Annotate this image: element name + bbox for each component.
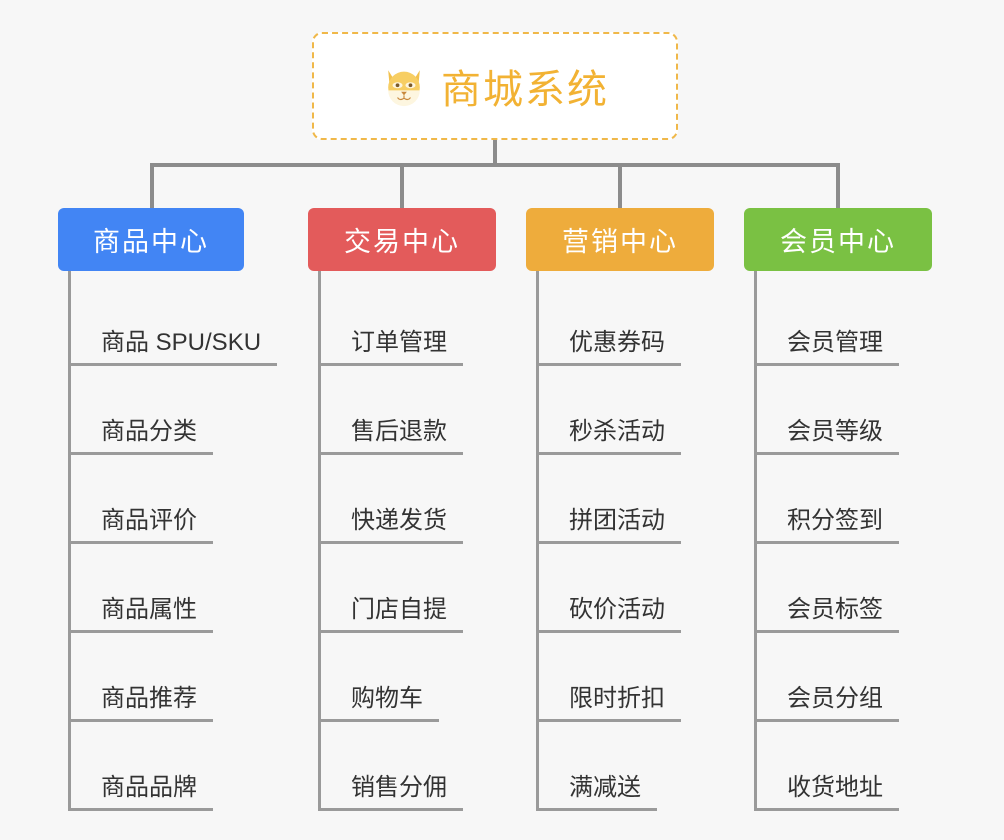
list-item[interactable]: 商品推荐 [71, 633, 278, 722]
leaf-label: 商品分类 [71, 418, 213, 455]
list-item[interactable]: 商品评价 [71, 455, 278, 544]
list-item[interactable]: 快递发货 [321, 455, 528, 544]
leaf-label: 秒杀活动 [539, 418, 681, 455]
list-item[interactable]: 订单管理 [321, 277, 528, 366]
leaf-label: 商品属性 [71, 596, 213, 633]
category-header-label: 交易中心 [344, 227, 460, 257]
leaf-label: 订单管理 [321, 329, 463, 366]
connector-drop-1 [150, 163, 154, 208]
category-header-label: 会员中心 [780, 227, 896, 257]
connector-drop-3 [618, 163, 622, 208]
leaf-label: 会员管理 [757, 329, 899, 366]
leaf-label: 销售分佣 [321, 774, 463, 811]
list-item[interactable]: 积分签到 [757, 455, 964, 544]
leaf-label: 拼团活动 [539, 507, 681, 544]
category-branch-2: 订单管理 售后退款 快递发货 门店自提 购物车 销售分佣 [318, 271, 528, 811]
list-item[interactable]: 商品 SPU/SKU [71, 277, 278, 366]
leaf-label: 快递发货 [321, 507, 463, 544]
list-item[interactable]: 拼团活动 [539, 455, 746, 544]
list-item[interactable]: 门店自提 [321, 544, 528, 633]
leaf-label: 商品品牌 [71, 774, 213, 811]
leaf-label: 商品 SPU/SKU [71, 329, 278, 366]
leaf-label: 购物车 [321, 685, 439, 722]
leaf-label: 售后退款 [321, 418, 463, 455]
leaf-label: 门店自提 [321, 596, 463, 633]
list-item[interactable]: 会员等级 [757, 366, 964, 455]
list-item[interactable]: 商品品牌 [71, 722, 278, 811]
list-item[interactable]: 商品分类 [71, 366, 278, 455]
connector-horizontal-bus [150, 163, 840, 167]
list-item[interactable]: 砍价活动 [539, 544, 746, 633]
list-item[interactable]: 优惠券码 [539, 277, 746, 366]
list-item[interactable]: 售后退款 [321, 366, 528, 455]
root-title: 商城系统 [441, 68, 609, 112]
category-branch-3: 优惠券码 秒杀活动 拼团活动 砍价活动 限时折扣 满减送 [536, 271, 746, 811]
list-item[interactable]: 会员标签 [757, 544, 964, 633]
leaf-label: 会员等级 [757, 418, 899, 455]
list-item[interactable]: 秒杀活动 [539, 366, 746, 455]
shiba-dog-face-icon [381, 63, 427, 109]
list-item[interactable]: 会员管理 [757, 277, 964, 366]
root-node[interactable]: 商城系统 [312, 32, 678, 140]
leaf-label: 积分签到 [757, 507, 899, 544]
leaf-label: 会员标签 [757, 596, 899, 633]
category-header-3[interactable]: 营销中心 [526, 208, 714, 271]
category-header-label: 营销中心 [562, 227, 678, 257]
connector-drop-4 [836, 163, 840, 208]
leaf-label: 优惠券码 [539, 329, 681, 366]
list-item[interactable]: 购物车 [321, 633, 528, 722]
category-column-4: 会员中心 会员管理 会员等级 积分签到 会员标签 会员分组 收货地址 [744, 208, 964, 811]
leaf-label: 满减送 [539, 774, 657, 811]
category-header-4[interactable]: 会员中心 [744, 208, 932, 271]
leaf-label: 商品推荐 [71, 685, 213, 722]
category-branch-4: 会员管理 会员等级 积分签到 会员标签 会员分组 收货地址 [754, 271, 964, 811]
category-branch-1: 商品 SPU/SKU 商品分类 商品评价 商品属性 商品推荐 商品品牌 [68, 271, 278, 811]
list-item[interactable]: 收货地址 [757, 722, 964, 811]
leaf-label: 限时折扣 [539, 685, 681, 722]
category-column-2: 交易中心 订单管理 售后退款 快递发货 门店自提 购物车 销售分佣 [308, 208, 528, 811]
category-header-1[interactable]: 商品中心 [58, 208, 244, 271]
leaf-label: 商品评价 [71, 507, 213, 544]
list-item[interactable]: 会员分组 [757, 633, 964, 722]
connector-root-stem [493, 140, 497, 166]
category-header-2[interactable]: 交易中心 [308, 208, 496, 271]
category-column-3: 营销中心 优惠券码 秒杀活动 拼团活动 砍价活动 限时折扣 满减送 [526, 208, 746, 811]
leaf-label: 收货地址 [757, 774, 899, 811]
leaf-label: 砍价活动 [539, 596, 681, 633]
list-item[interactable]: 满减送 [539, 722, 746, 811]
category-column-1: 商品中心 商品 SPU/SKU 商品分类 商品评价 商品属性 商品推荐 商品品牌 [58, 208, 278, 811]
category-header-label: 商品中心 [93, 227, 209, 257]
list-item[interactable]: 销售分佣 [321, 722, 528, 811]
leaf-label: 会员分组 [757, 685, 899, 722]
connector-drop-2 [400, 163, 404, 208]
list-item[interactable]: 限时折扣 [539, 633, 746, 722]
list-item[interactable]: 商品属性 [71, 544, 278, 633]
